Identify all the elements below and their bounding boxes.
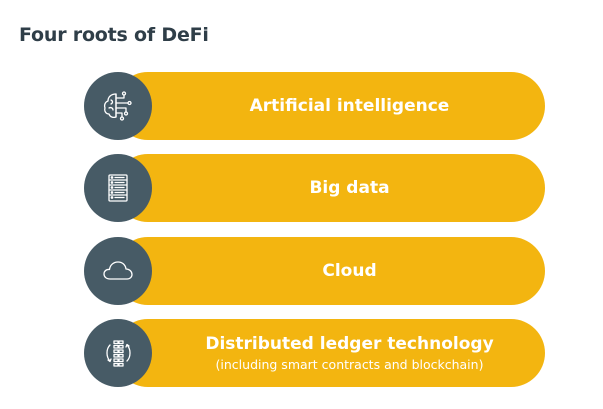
root-item-title: Distributed ledger technology <box>205 334 494 354</box>
root-item-label: Distributed ledger technology (including… <box>164 319 535 387</box>
root-item-title: Big data <box>309 178 390 198</box>
root-item-big-data: Big data <box>84 154 545 222</box>
root-item-artificial-intelligence: Artificial intelligence <box>84 72 545 140</box>
root-item-bar <box>114 72 545 140</box>
server-rack-icon <box>84 154 152 222</box>
root-item-label: Artificial intelligence <box>164 72 535 140</box>
ai-brain-icon <box>84 72 152 140</box>
root-item-bar <box>114 319 545 387</box>
root-item-title: Cloud <box>322 261 377 281</box>
root-item-distributed-ledger: Distributed ledger technology (including… <box>84 319 545 387</box>
root-item-bar <box>114 154 545 222</box>
blockchain-cycle-icon <box>84 319 152 387</box>
root-item-label: Cloud <box>164 237 535 305</box>
root-item-title: Artificial intelligence <box>249 96 450 116</box>
root-item-cloud: Cloud <box>84 237 545 305</box>
root-item-subtitle: (including smart contracts and blockchai… <box>215 357 484 372</box>
root-item-label: Big data <box>164 154 535 222</box>
diagram-title: Four roots of DeFi <box>19 24 209 46</box>
root-item-bar <box>114 237 545 305</box>
cloud-icon <box>84 237 152 305</box>
